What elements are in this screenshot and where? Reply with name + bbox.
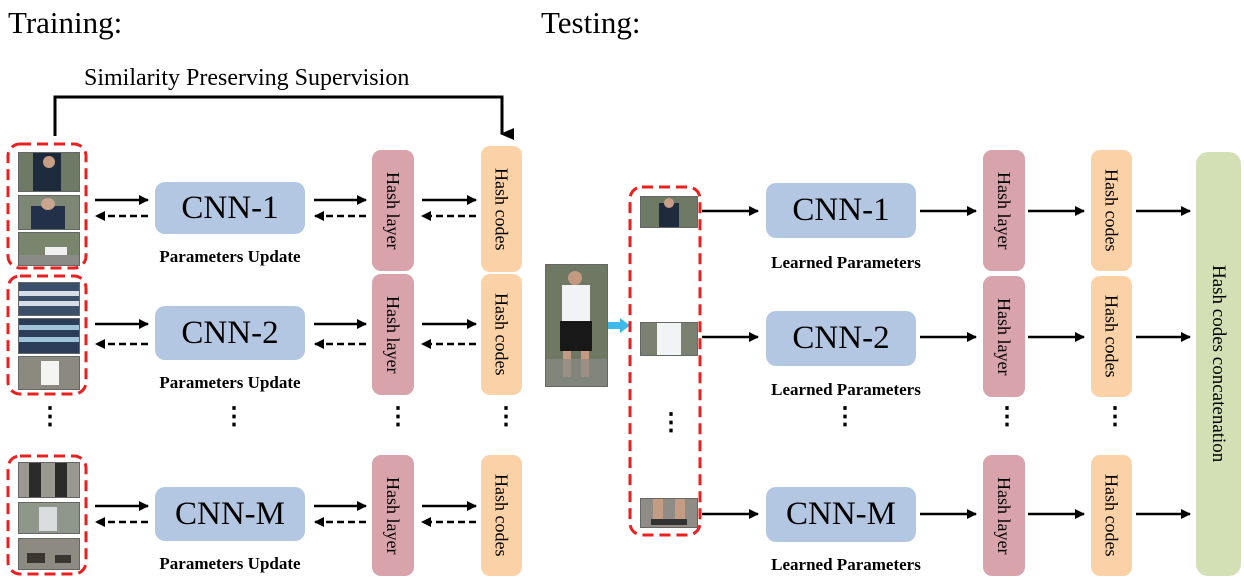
train-hash-codes-m-label: Hash codes	[491, 474, 512, 557]
test-part-m	[640, 498, 698, 528]
training-title: Training:	[8, 5, 123, 40]
train-cnn-1: CNN-1	[155, 182, 305, 234]
train-hash-layer-2: Hash layer	[372, 274, 414, 395]
test-hash-codes-1: Hash codes	[1091, 150, 1132, 271]
ellipsis-train-cnn: ⋮	[222, 404, 246, 430]
thumb-mc	[18, 538, 80, 570]
test-hash-codes-2: Hash codes	[1091, 276, 1132, 397]
split-arrow	[608, 318, 630, 333]
test-cnn-2: CNN-2	[766, 311, 916, 366]
train-hash-codes-2: Hash codes	[481, 274, 522, 395]
test-hash-layer-1-label: Hash layer	[994, 171, 1014, 250]
train-hash-codes-1-label: Hash codes	[491, 167, 512, 251]
hash-codes-concatenation: Hash codes concatenation	[1196, 152, 1241, 576]
thumb-1a	[18, 152, 80, 192]
thumb-ma	[18, 462, 80, 498]
train-hash-layer-1-label: Hash layer	[383, 171, 403, 250]
train-hash-layer-2-label: Hash layer	[383, 295, 403, 374]
train-caption-1: Parameters Update	[159, 247, 301, 266]
train-hash-layer-m-label: Hash layer	[383, 476, 403, 555]
ellipsis-test-codes: ⋮	[1103, 404, 1127, 430]
group-test-parts	[628, 185, 702, 537]
ellipsis-test-parts: ⋮	[659, 410, 683, 436]
thumb-2b	[18, 318, 80, 354]
train-cnn-m: CNN-M	[155, 487, 305, 541]
test-part-2	[640, 322, 698, 356]
train-hash-codes-2-label: Hash codes	[491, 293, 512, 376]
test-hash-layer-m: Hash layer	[983, 455, 1025, 576]
thumb-1c	[18, 232, 80, 266]
test-caption-2: Learned Parameters	[771, 380, 921, 399]
thumb-2c	[18, 356, 80, 390]
ellipsis-train-codes: ⋮	[494, 404, 518, 430]
group-part-m	[6, 454, 88, 576]
thumb-2a	[18, 282, 80, 316]
test-hash-layer-2-label: Hash layer	[994, 297, 1014, 376]
test-cnn-m: CNN-M	[766, 487, 916, 542]
test-part-1	[640, 196, 698, 228]
group-part-1	[6, 142, 88, 270]
ellipsis-train-images: ⋮	[38, 404, 62, 430]
test-hash-codes-2-label: Hash codes	[1101, 295, 1122, 378]
test-hash-layer-1: Hash layer	[983, 150, 1025, 271]
ellipsis-test-hash: ⋮	[995, 404, 1019, 430]
train-caption-2: Parameters Update	[159, 373, 301, 392]
testing-arrows	[702, 206, 1191, 519]
test-hash-codes-1-label: Hash codes	[1101, 169, 1122, 252]
testing-title: Testing:	[541, 5, 641, 40]
ellipsis-test-cnn: ⋮	[833, 404, 857, 430]
train-hash-layer-m: Hash layer	[372, 455, 414, 576]
training-arrows	[95, 195, 477, 527]
concatenation-label: Hash codes concatenation	[1208, 265, 1229, 463]
test-caption-m: Learned Parameters	[771, 555, 921, 574]
test-hash-codes-m: Hash codes	[1091, 455, 1132, 576]
test-caption-1: Learned Parameters	[771, 253, 921, 272]
train-hash-layer-1: Hash layer	[372, 150, 414, 271]
supervision-label: Similarity Preserving Supervision	[84, 65, 410, 91]
query-image	[545, 264, 608, 387]
test-hash-layer-m-label: Hash layer	[994, 476, 1014, 555]
supervision-bracket	[53, 95, 514, 140]
train-hash-codes-m: Hash codes	[481, 455, 522, 576]
test-hash-codes-m-label: Hash codes	[1101, 474, 1122, 557]
ellipsis-train-hash: ⋮	[386, 404, 410, 430]
test-cnn-1: CNN-1	[766, 183, 916, 238]
train-hash-codes-1: Hash codes	[481, 146, 522, 272]
thumb-1b	[18, 195, 80, 230]
thumb-mb	[18, 502, 80, 534]
group-part-2	[6, 274, 88, 396]
train-caption-m: Parameters Update	[159, 554, 301, 573]
train-cnn-2: CNN-2	[155, 306, 305, 360]
test-hash-layer-2: Hash layer	[983, 276, 1025, 397]
